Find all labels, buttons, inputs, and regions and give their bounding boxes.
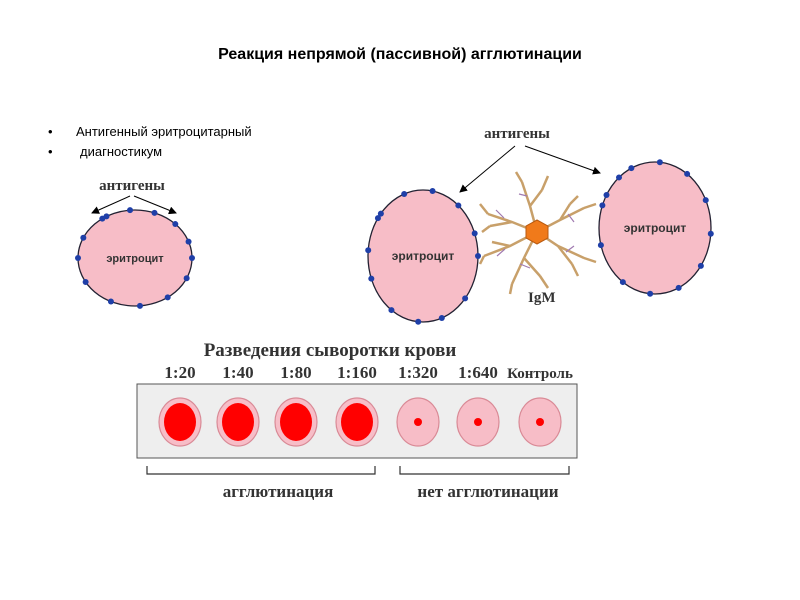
dilution-well — [216, 397, 260, 447]
antigen-dot — [99, 215, 106, 222]
well-sediment-dot — [536, 418, 544, 426]
antigen-dot — [628, 165, 635, 172]
dilution-well — [456, 397, 500, 447]
antigen-dot — [388, 307, 395, 314]
antigen-dot — [707, 230, 714, 237]
antigen-dot — [365, 247, 372, 254]
well-agglutinate — [280, 403, 312, 441]
igm-arm-6 — [508, 231, 550, 295]
dilution-column-label: 1:640 — [458, 363, 498, 382]
left-antigens-label: антигены — [99, 178, 165, 194]
left-antigen-arrow-2 — [133, 195, 177, 215]
antigen-dot — [597, 242, 604, 249]
left-erythrocyte: антигены эритроцит — [75, 178, 195, 309]
antigen-dot — [471, 230, 478, 237]
antigen-dot — [656, 159, 663, 166]
well-agglutinate — [164, 403, 196, 441]
right-cell-right-antigen-dots — [597, 159, 714, 297]
antigen-dot — [185, 238, 192, 245]
antigen-dot — [136, 302, 143, 309]
right-antigen-arrow-2 — [524, 145, 601, 175]
antigen-dot — [438, 315, 445, 322]
well-sediment-dot — [474, 418, 482, 426]
antigen-dot — [429, 188, 436, 195]
right-antigens-label: антигены — [484, 126, 550, 142]
bullet-list: Антигенный эритроцитарный диагностикум — [48, 122, 252, 162]
left-cell-label: эритроцит — [106, 253, 164, 265]
antigen-dot — [455, 202, 462, 209]
dilution-well — [518, 397, 562, 447]
no-agglutination-bracket — [399, 466, 570, 475]
dilution-well — [158, 397, 202, 447]
igm-arms — [478, 171, 597, 295]
agglutination-label: агглютинация — [223, 482, 334, 501]
antigen-dot — [647, 290, 654, 297]
well-agglutinate — [341, 403, 373, 441]
antigen-dot — [401, 190, 408, 197]
dilution-column-label: 1:160 — [337, 363, 377, 382]
antigen-dot — [127, 207, 134, 214]
antigen-dot — [684, 170, 691, 177]
igm-label: IgM — [528, 290, 556, 306]
antigen-dot — [75, 255, 81, 261]
igm-light-chains — [495, 193, 575, 269]
igm-arm-1 — [479, 203, 538, 234]
antigen-dot — [619, 279, 626, 286]
dilution-column-label: Контроль — [507, 366, 573, 382]
antigen-dot — [675, 284, 682, 291]
dilution-column-labels: 1:20 1:40 1:80 1:160 1:320 1:640 Контроль — [164, 363, 573, 382]
right-cell-right-label: эритроцит — [624, 221, 687, 235]
antigen-dot — [374, 215, 381, 222]
antigen-dot — [82, 279, 89, 285]
right-cell-left-label: эритроцит — [392, 249, 455, 263]
right-cell-left-antigen-dots — [365, 188, 481, 325]
antigen-dot — [80, 234, 87, 241]
well-agglutinate — [222, 403, 254, 441]
igm-arm-4 — [536, 195, 597, 234]
dilution-column-label: 1:320 — [398, 363, 438, 382]
right-cell-right-body — [598, 161, 712, 295]
dilution-well — [274, 397, 318, 447]
antigen-dot — [462, 295, 469, 302]
antigen-dot — [599, 202, 606, 209]
antigen-dot — [189, 255, 195, 261]
dilution-column-label: 1:20 — [164, 363, 195, 382]
igm-core — [525, 219, 549, 245]
dilution-heading: Разведения сыворотки крови — [204, 340, 457, 361]
antigen-dot — [603, 192, 610, 198]
igm-molecule: IgM — [478, 171, 597, 306]
left-antigen-arrow-1 — [91, 195, 131, 214]
dilution-column-label: 1:80 — [280, 363, 311, 382]
right-agglutination-complex: антигены эритроцит эритроцит IgM — [365, 126, 714, 325]
bullet-item-2: диагностикум — [48, 142, 252, 162]
antigen-dot — [368, 275, 375, 282]
dilution-well — [335, 397, 379, 447]
well-sediment-dot — [414, 418, 422, 426]
antigen-dot — [164, 294, 171, 301]
dilution-wells — [158, 397, 562, 447]
dilution-column-label: 1:40 — [222, 363, 253, 382]
antigen-dot — [415, 318, 422, 325]
left-cell-antigen-dots — [75, 207, 195, 309]
dilution-well — [396, 397, 440, 447]
antigen-dot — [702, 197, 709, 204]
bullet-item-2-text: диагностикум — [80, 144, 163, 159]
slide-title: Реакция непрямой (пассивной) агглютинаци… — [218, 46, 582, 63]
no-agglutination-label: нет агглютинации — [417, 482, 558, 501]
bullet-item-1: Антигенный эритроцитарный — [48, 122, 252, 142]
antigen-dot — [183, 275, 190, 282]
antigen-dot — [151, 209, 158, 216]
antigen-dot — [475, 253, 481, 259]
igm-arm-3 — [514, 171, 550, 233]
igm-arm-5 — [536, 230, 597, 277]
antigen-dot — [697, 262, 704, 269]
antigen-dot — [172, 221, 179, 228]
antigen-dot — [616, 174, 623, 181]
antigen-dot — [107, 298, 114, 305]
agglutination-bracket — [146, 466, 376, 475]
right-antigen-arrow-1 — [459, 145, 516, 193]
antigen-dot — [377, 210, 384, 217]
